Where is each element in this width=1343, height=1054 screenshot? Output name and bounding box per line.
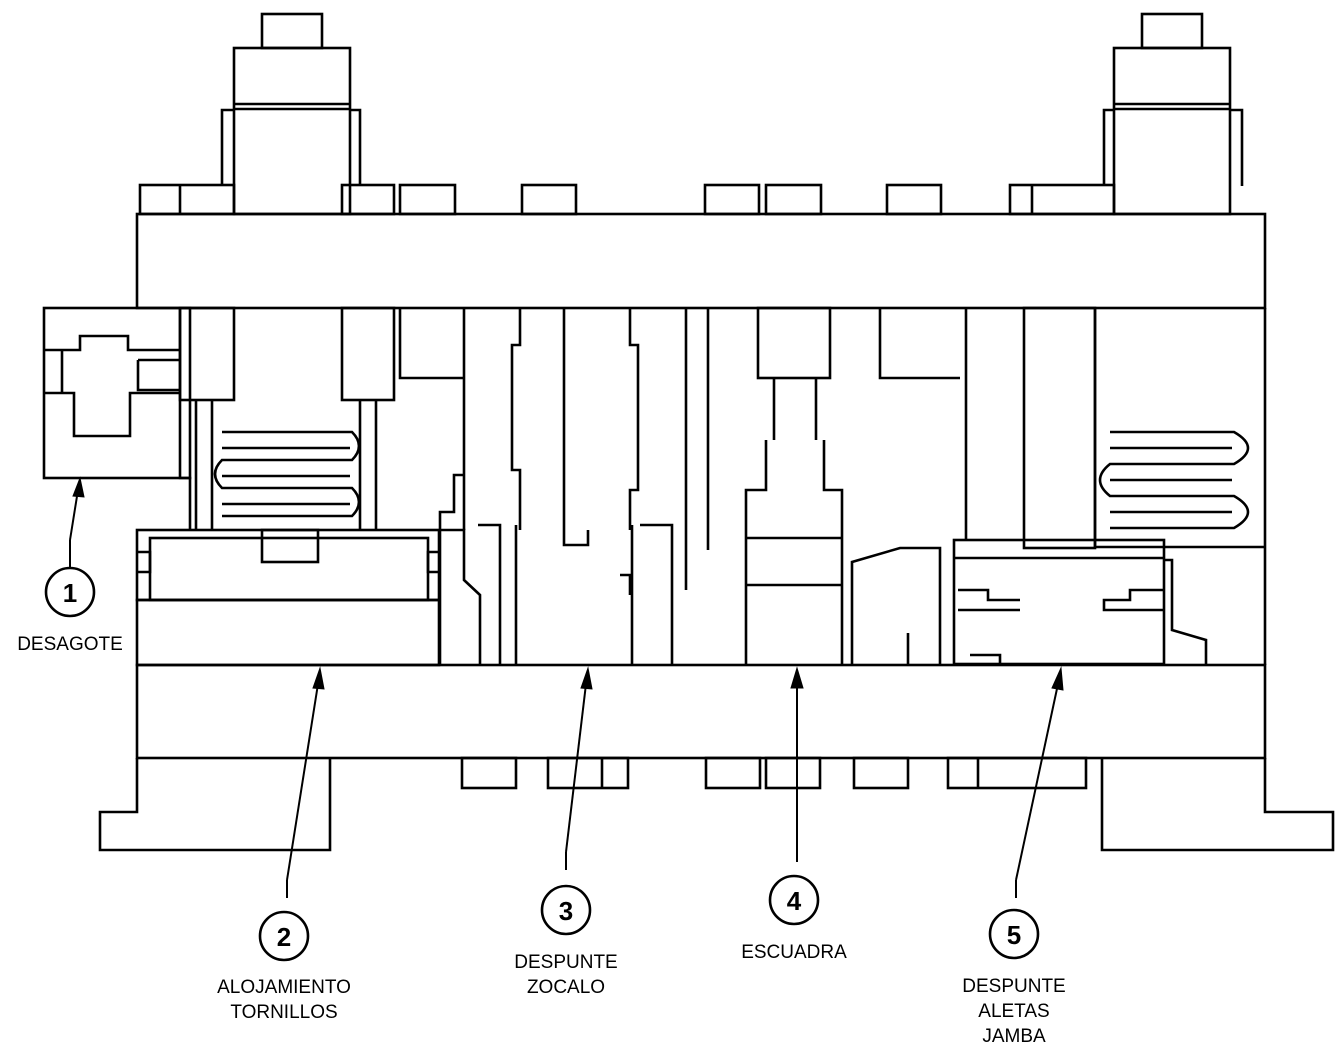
right-guide-post [1102,12,1244,216]
left-guide-post [220,12,362,216]
leader-2 [286,666,325,898]
callout-bubble [258,910,310,962]
callout-number: 4 [787,886,802,916]
callout-number: 5 [1007,920,1021,950]
base-feet [98,758,1335,852]
callout-label-line: ESCUADRA [741,942,847,963]
callout-label-line: ALETAS [978,1001,1049,1022]
callout-bubble [988,908,1040,960]
callout-label-line: DESPUNTE [514,952,617,973]
right-spring [1093,308,1250,547]
callout-number: 3 [559,896,573,926]
flange-trim-block [850,538,1267,666]
callout-bubble [768,874,820,926]
callout-bubble [44,566,96,618]
callout-label-line: TORNILLOS [230,1002,337,1023]
leader-4 [790,666,804,862]
callout-bubble [540,884,592,936]
screw-housing-block [135,528,441,667]
callout-number: 1 [63,578,77,608]
left-spring [213,430,361,518]
callout-label-line: DESPUNTE [962,976,1065,997]
leader-3 [565,666,593,870]
callout-label-line: ALOJAMIENTO [217,977,351,998]
lower-die-shoe [135,663,1267,760]
callout-label-line: JAMBA [982,1026,1046,1047]
leader-5 [1015,666,1064,898]
callout-label-line: DESAGOTE [17,634,123,655]
top-screw-heads [138,183,1116,216]
bottom-screw-heads [460,756,1088,790]
left-spring-pins [178,306,396,530]
upper-die-shoe [135,212,1267,310]
drain-block [42,306,192,480]
center-punches [398,306,1097,665]
callout-number: 2 [277,922,291,952]
leader-1 [69,476,85,568]
callout-label-line: ZOCALO [527,977,605,998]
